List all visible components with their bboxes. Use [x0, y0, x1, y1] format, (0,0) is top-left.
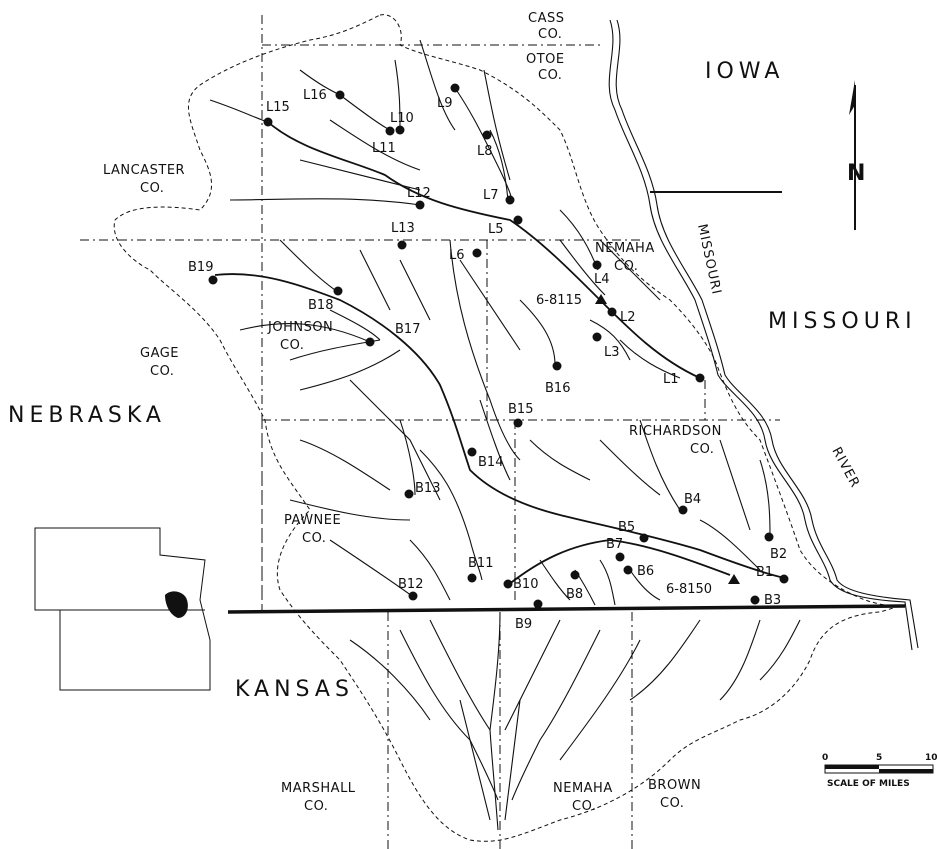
label-cass-county: CASS [528, 11, 564, 26]
station-label-B5: B5 [618, 520, 635, 535]
label-nemaha-ks-county: NEMAHA [553, 781, 613, 796]
label-pawnee-county-co: CO. [302, 531, 326, 546]
station-markers [208, 83, 789, 609]
scale-tick-10: 10 [925, 753, 937, 763]
station-label-B16: B16 [545, 381, 570, 396]
station-label-B19: B19 [188, 260, 213, 275]
label-cass-county-co: CO. [538, 27, 562, 42]
county-boundaries [80, 15, 780, 849]
station-labels: L15 L16 L10 L11 L9 L8 L12 L7 L5 L13 L6 L… [188, 88, 787, 632]
station-label-L13: L13 [391, 221, 415, 236]
scale-tick-5: 5 [876, 753, 882, 763]
station-label-B13: B13 [415, 481, 440, 496]
north-arrow: N [847, 80, 865, 230]
station-label-B14: B14 [478, 455, 503, 470]
station-label-B8: B8 [566, 587, 583, 602]
station-label-L10: L10 [390, 111, 414, 126]
label-pawnee-county: PAWNEE [284, 513, 341, 528]
inset-locator-map [34, 527, 211, 691]
label-marshall-county: MARSHALL [281, 781, 356, 796]
station-label-B2: B2 [770, 547, 787, 562]
label-missouri: MISSOURI [768, 309, 917, 334]
label-gage-county-co: CO. [150, 364, 174, 379]
station-label-B18: B18 [308, 298, 333, 313]
label-nemaha-ne-county: NEMAHA [595, 241, 655, 256]
label-johnson-county-co: CO. [280, 338, 304, 353]
label-kansas: KANSAS [235, 677, 354, 702]
label-otoe-county: OTOE [526, 52, 565, 67]
station-label-L1: L1 [663, 372, 679, 387]
station-label-B12: B12 [398, 577, 423, 592]
station-label-B9: B9 [515, 617, 532, 632]
station-label-L5: L5 [488, 222, 504, 237]
station-label-B10: B10 [513, 577, 538, 592]
station-label-L16: L16 [303, 88, 327, 103]
label-johnson-county: JOHNSON [267, 320, 333, 335]
label-gage-county: GAGE [140, 346, 179, 361]
study-area-marker [165, 591, 188, 618]
basin-boundary [113, 14, 901, 842]
station-label-L6: L6 [449, 248, 465, 263]
main-channels [214, 121, 786, 586]
label-missouri-river-upper: MISSOURI [694, 223, 724, 297]
north-label: N [847, 161, 865, 186]
label-nemaha-ks-county-co: CO. [572, 799, 596, 814]
scale-tick-0: 0 [822, 753, 828, 763]
station-label-B15: B15 [508, 402, 533, 417]
station-label-B11: B11 [468, 556, 493, 571]
missouri-river [608, 19, 919, 651]
state-line [227, 604, 906, 614]
label-marshall-county-co: CO. [304, 799, 328, 814]
label-lancaster-county-co: CO. [140, 181, 164, 196]
station-label-B3: B3 [764, 593, 781, 608]
label-richardson-county: RICHARDSON [629, 424, 722, 439]
station-label-L8: L8 [477, 144, 493, 159]
station-label-L2: L2 [620, 310, 636, 325]
station-label-L7: L7 [483, 188, 499, 203]
station-label-B6: B6 [637, 564, 654, 579]
label-brown-county: BROWN [648, 778, 701, 793]
label-otoe-county-co: CO. [538, 68, 562, 83]
label-brown-county-co: CO. [660, 796, 684, 811]
label-nemaha-ne-county-co: CO. [614, 259, 638, 274]
label-lancaster-county: LANCASTER [103, 163, 185, 178]
station-label-L4: L4 [594, 272, 610, 287]
station-label-L3: L3 [604, 345, 620, 360]
gauge-label-6-8115: 6-8115 [536, 293, 582, 308]
station-label-L11: L11 [372, 141, 396, 156]
station-label-B4: B4 [684, 492, 701, 507]
station-label-B17: B17 [395, 322, 420, 337]
gauge-label-6-8150: 6-8150 [666, 582, 712, 597]
station-label-L15: L15 [266, 100, 290, 115]
label-nebraska: NEBRASKA [8, 403, 166, 428]
label-richardson-county-co: CO. [690, 442, 714, 457]
station-label-B1: B1 [756, 565, 773, 580]
label-river-lower: RIVER [828, 445, 862, 491]
label-iowa: IOWA [705, 59, 784, 84]
station-label-L9: L9 [437, 96, 453, 111]
scale-bar: 0 5 10 SCALE OF MILES [822, 753, 937, 789]
station-label-B7: B7 [606, 537, 623, 552]
scale-label: SCALE OF MILES [827, 779, 910, 789]
station-label-L12: L12 [407, 186, 431, 201]
